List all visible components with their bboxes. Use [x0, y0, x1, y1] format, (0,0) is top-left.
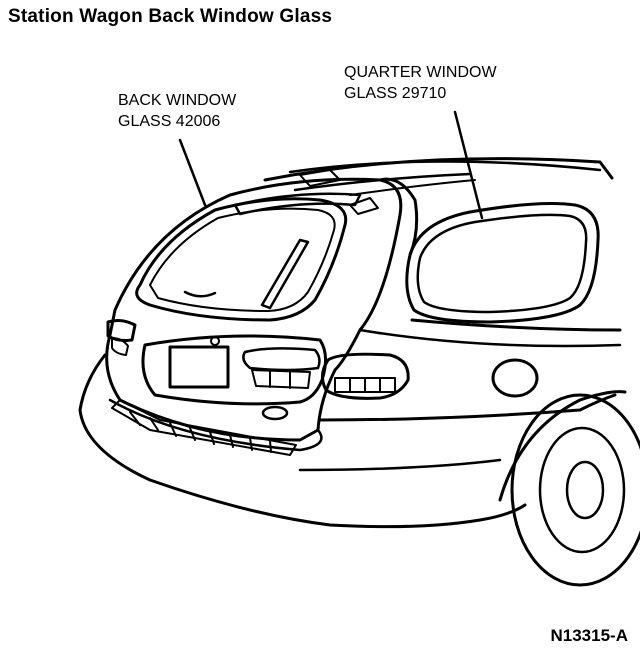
- roof-rack-rail: [288, 160, 602, 174]
- right-taillight-divider: [349, 377, 381, 393]
- right-taillight: [321, 352, 410, 400]
- quarter-window-callout: QUARTER WINDOW GLASS 29710: [344, 62, 497, 104]
- body-side-lower: [318, 393, 617, 422]
- rear-applique: [141, 334, 327, 406]
- rear-spoiler: [233, 192, 362, 216]
- right-taillight-inner: [334, 377, 396, 393]
- body-side-beltline: [358, 328, 622, 348]
- liftgate-outline: [105, 177, 403, 442]
- quarter-window-frame: [405, 202, 600, 324]
- roof-rack-bar-2: [349, 179, 476, 196]
- roof-outline: [263, 157, 614, 182]
- quarter-window-label-line1: QUARTER WINDOW: [344, 64, 497, 81]
- back-window-label-line1: BACK WINDOW: [118, 92, 237, 109]
- rocker-line: [298, 458, 502, 472]
- fuel-door: [491, 358, 539, 398]
- gate-light-divider: [269, 370, 291, 389]
- quarter-window-glass: [416, 213, 588, 314]
- bumper-reflector: [261, 405, 289, 421]
- back-window-leader: [178, 138, 207, 207]
- wiper-hub: [183, 290, 217, 298]
- bumper-grille-lines: [129, 411, 272, 453]
- back-window-callout: BACK WINDOW GLASS 42006: [118, 90, 236, 132]
- gate-light-cluster: [242, 347, 321, 372]
- rear-bumper: [78, 353, 527, 529]
- spoiler-hinge: [349, 197, 379, 215]
- lock-cylinder: [210, 336, 220, 346]
- body-side-upper: [410, 318, 622, 332]
- back-window-label-line2: GLASS 42006: [118, 113, 221, 130]
- quarter-window-label-line2: GLASS 29710: [344, 85, 447, 102]
- bumper-grille: [111, 399, 297, 456]
- back-window-glass: [135, 197, 348, 322]
- rear-wheel-hub: [565, 460, 605, 520]
- rear-tire: [510, 393, 640, 587]
- rear-wheel-rim: [538, 426, 626, 554]
- gate-light-inner: [251, 369, 311, 389]
- back-window-inner-frame: [149, 207, 336, 312]
- bumper-step: [108, 398, 323, 452]
- d-pillar: [378, 177, 419, 257]
- license-plate: [168, 345, 230, 389]
- left-taillight-lower: [111, 337, 129, 356]
- figure-number: N13315-A: [550, 626, 629, 645]
- page-title: Station Wagon Back Window Glass: [8, 6, 333, 27]
- rear-wiper: [260, 238, 310, 310]
- quarter-window-leader: [453, 110, 484, 220]
